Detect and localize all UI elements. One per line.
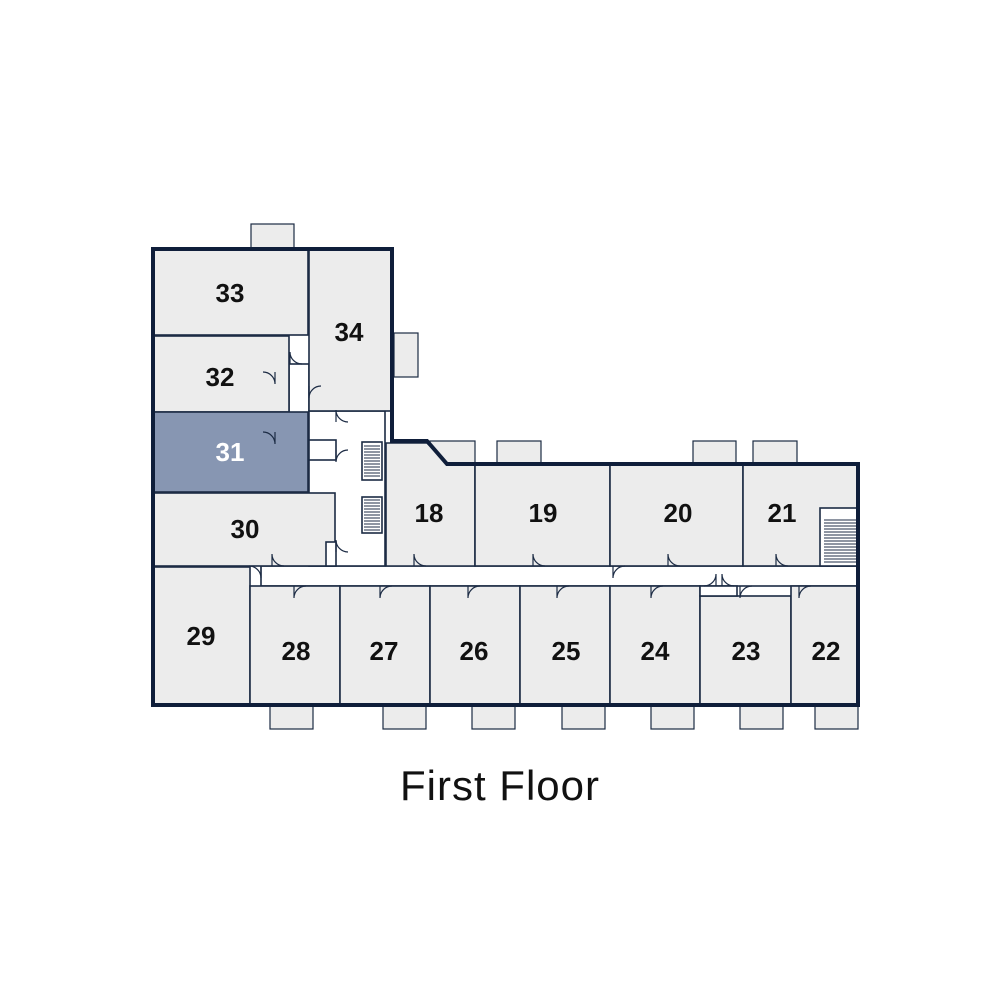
unit-26[interactable]: 26 [429, 585, 521, 706]
unit-28[interactable]: 28 [249, 585, 341, 706]
unit-30[interactable]: 30 [152, 492, 336, 567]
door-icon [248, 565, 262, 579]
door-icon [308, 385, 322, 399]
unit-20[interactable]: 20 [609, 463, 744, 567]
unit-34[interactable]: 34 [308, 248, 393, 412]
door-icon [612, 565, 626, 579]
corridors [260, 363, 859, 587]
door-icons [248, 351, 812, 599]
door-icon [335, 449, 349, 463]
utility-closets [308, 439, 738, 597]
door-icon [775, 553, 789, 567]
door-icon [289, 351, 303, 365]
door-icon [262, 371, 276, 385]
unit-24[interactable]: 24 [609, 585, 701, 706]
door-icon [532, 553, 546, 567]
door-icon [721, 573, 735, 587]
door-icon [798, 585, 812, 599]
unit-19[interactable]: 19 [474, 463, 611, 567]
unit-33[interactable]: 33 [152, 248, 309, 336]
unit-29[interactable]: 29 [152, 566, 251, 706]
door-icon [293, 585, 307, 599]
door-icon [667, 553, 681, 567]
door-icon [703, 573, 717, 587]
balconies [250, 223, 859, 730]
unit-22[interactable]: 22 [790, 585, 859, 706]
units: 33 34 32 31 30 29 18 19 [152, 248, 859, 706]
door-icon [271, 553, 285, 567]
door-icon [467, 585, 481, 599]
door-icon [335, 539, 349, 553]
door-icon [335, 409, 349, 423]
building-outline [151, 247, 860, 707]
door-icon [556, 585, 570, 599]
door-icon [379, 585, 393, 599]
door-icon [650, 585, 664, 599]
unit-27[interactable]: 27 [339, 585, 431, 706]
stairs-icon [361, 441, 859, 567]
door-icon [262, 431, 276, 445]
unit-25[interactable]: 25 [519, 585, 611, 706]
unit-31[interactable]: 31 [152, 411, 309, 493]
floor-title: First Floor [400, 762, 600, 809]
door-icon [413, 553, 427, 567]
unit-23[interactable]: 23 [699, 595, 792, 706]
door-icon [739, 585, 753, 599]
unit-32[interactable]: 32 [152, 335, 290, 413]
